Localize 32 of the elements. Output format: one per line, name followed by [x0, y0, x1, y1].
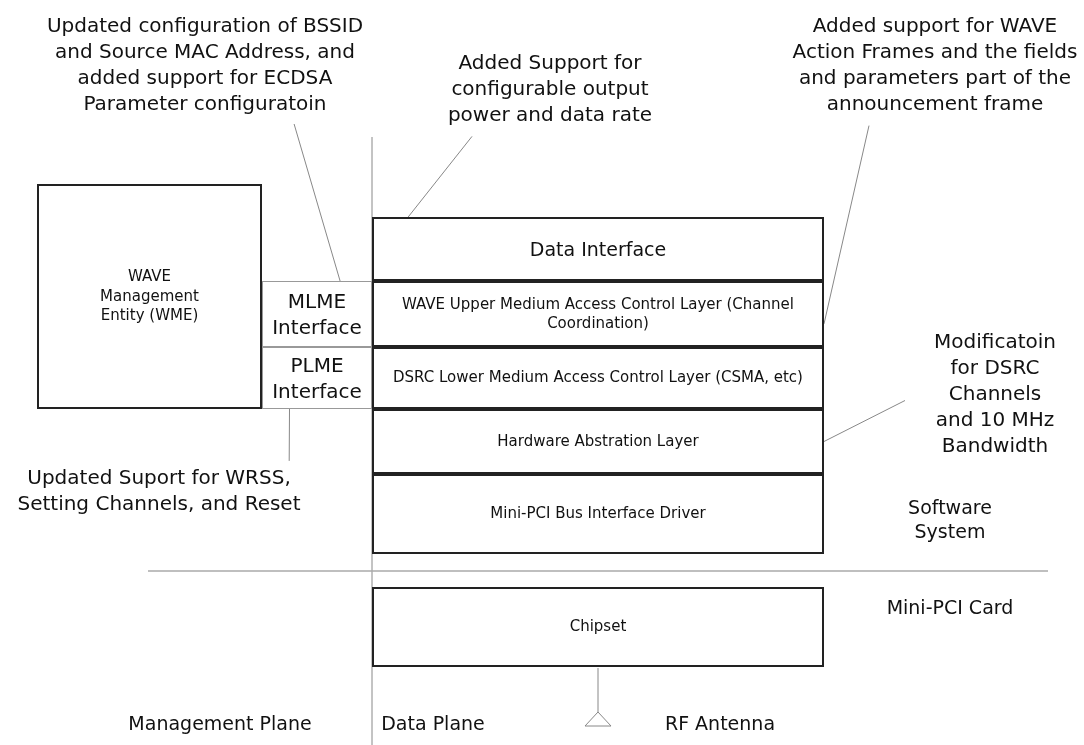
node-label: WAVE Upper Medium Access Control Layer (Channel Coordination): [401, 294, 795, 334]
leader-line: [288, 408, 290, 462]
node-label: Hardware Abstration Layer: [497, 431, 699, 452]
annotation-text: Added Support for configurable output power and data rate: [446, 49, 654, 127]
leader-line: [293, 123, 341, 282]
text-label: Management Plane: [127, 712, 313, 736]
text-label: Mini-PCI Card: [885, 596, 1015, 620]
interface-box: [262, 281, 372, 347]
text-label: RF Antenna: [663, 712, 777, 736]
node-label: PLME Interface: [271, 352, 363, 404]
leader-line: [823, 400, 906, 442]
node-label: WAVE Management Entity (WME): [99, 267, 200, 326]
node-label: DSRC Lower Medium Access Control Layer (CSMA, etc): [393, 368, 803, 388]
layer-box: [372, 281, 824, 347]
chipset-box: [372, 587, 824, 667]
layer-box: [372, 347, 824, 409]
text-label: Data Plane: [380, 712, 486, 736]
entity-box: [37, 184, 262, 409]
layer-box: [372, 217, 824, 281]
annotation-text: Updated Suport for WRSS, Setting Channels, and Reset: [16, 464, 302, 516]
interface-box: [262, 347, 372, 409]
annotation-text: Modificatoin for DSRC Channels and 10 MHz Bandwidth: [933, 328, 1057, 458]
node-label: Mini-PCI Bus Interface Driver: [490, 504, 706, 524]
node-label: Data Interface: [529, 236, 667, 262]
annotation-text: Updated configuration of BSSID and Source MAC Address, and added support for ECDSA Parameter configuratoin: [45, 12, 365, 116]
annotation-text: Added support for WAVE Action Frames and the fields and parameters part of the announcement frame: [791, 12, 1079, 116]
layer-box: [372, 474, 824, 554]
layer-box: [372, 409, 824, 474]
node-label: Chipset: [569, 617, 627, 637]
text-label: Software System: [907, 496, 993, 544]
node-label: MLME Interface: [271, 288, 363, 340]
leader-line: [407, 135, 473, 218]
